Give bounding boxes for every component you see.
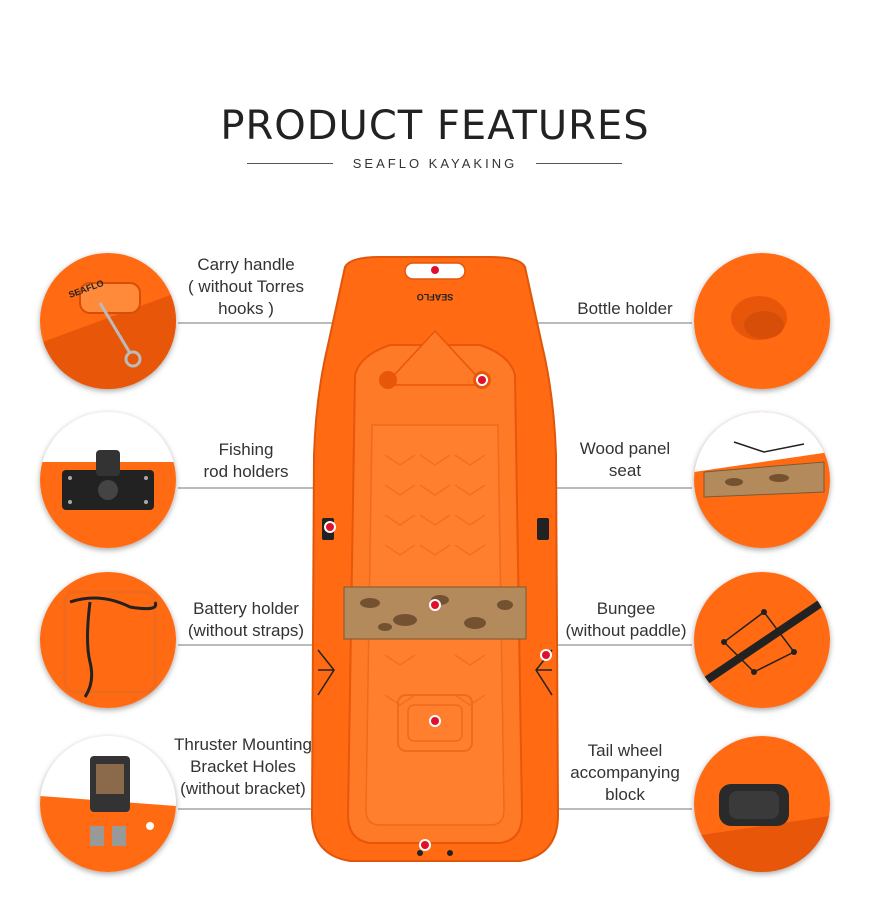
page-title: PRODUCT FEATURES — [220, 103, 650, 149]
connector-fishing-rod — [178, 487, 331, 527]
detail-tail-wheel-block — [694, 736, 830, 872]
detail-bungee — [694, 572, 830, 708]
label-bottle-holder: Bottle holder — [577, 299, 673, 318]
label-tail-wheel: Tail wheel accompanying block — [570, 741, 680, 804]
title-rule-left — [247, 163, 333, 164]
detail-battery-holder — [40, 572, 176, 708]
boat-logo: SEAFLO — [417, 292, 454, 302]
connector-bungee — [545, 644, 692, 655]
kayak-top-view: SEAFLO — [310, 256, 560, 862]
label-fishing-rod-holders: Fishing rod holders — [203, 440, 289, 481]
marker-bungee — [540, 649, 552, 661]
marker-rod-holder — [324, 521, 336, 533]
page-subtitle: SEAFLO KAYAKING — [352, 156, 518, 171]
marker-battery — [429, 715, 441, 727]
label-carry-handle: Carry handle ( without Torres hooks ) — [188, 255, 304, 318]
title-rule-right — [536, 163, 622, 164]
bow-deck — [383, 329, 487, 386]
marker-bottle-holder — [476, 374, 488, 386]
battery-recess — [397, 694, 473, 752]
marker-thruster — [419, 839, 431, 851]
label-wood-panel-seat: Wood panel seat — [579, 439, 671, 480]
detail-thruster-mounting — [40, 736, 176, 872]
detail-fishing-rod-holder — [40, 412, 176, 548]
marker-carry-handle — [429, 264, 441, 276]
label-thruster-mounting: Thruster Mounting Bracket Holes (without… — [174, 735, 312, 798]
marker-wood-seat — [429, 599, 441, 611]
detail-wood-seat — [694, 412, 830, 548]
wood-seat — [343, 586, 527, 640]
rod-holder-right — [537, 518, 549, 540]
bottle-holder-left — [379, 371, 397, 389]
detail-bottle-holder — [694, 253, 830, 389]
detail-carry-handle: SEAFLO — [40, 253, 176, 389]
bungee-left — [317, 649, 335, 696]
label-battery-holder: Battery holder (without straps) — [187, 599, 305, 640]
label-bungee: Bungee (without paddle) — [565, 599, 687, 640]
